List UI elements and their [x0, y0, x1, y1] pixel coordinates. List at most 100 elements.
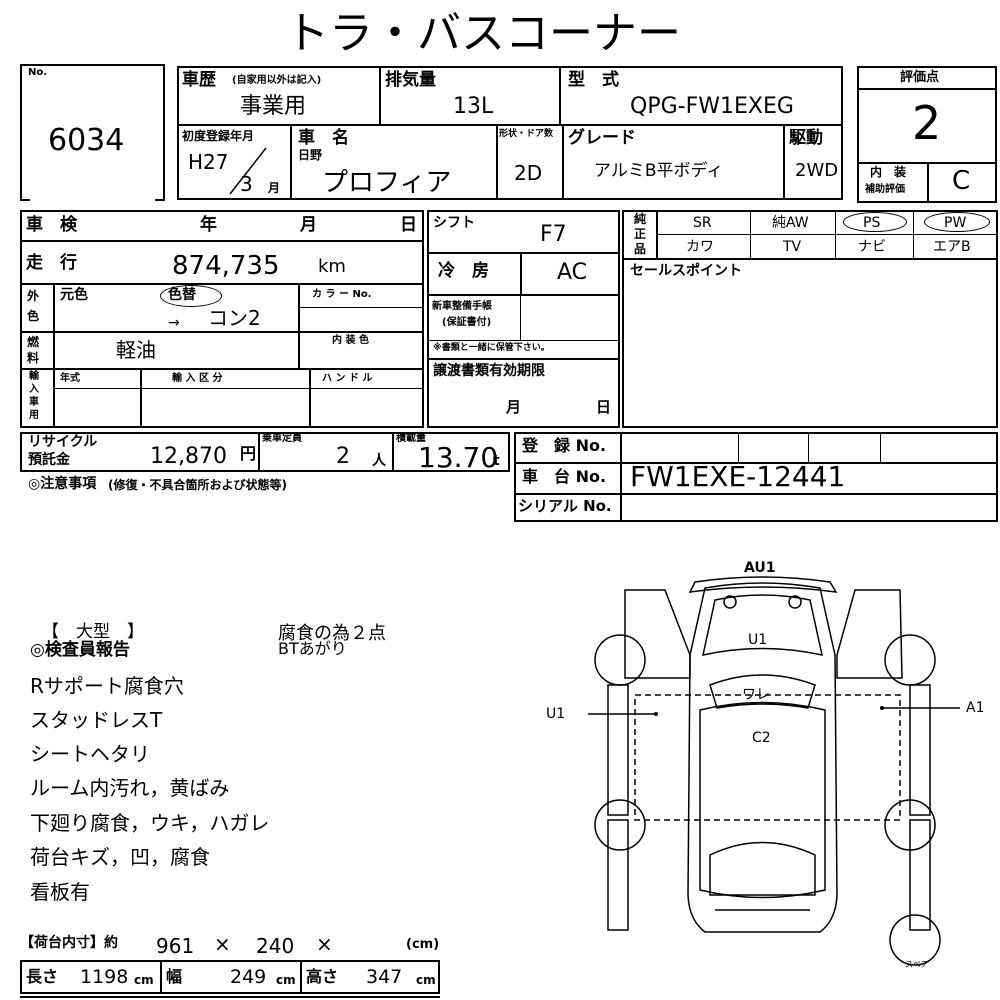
interior-color-label: 内 装 色: [332, 335, 369, 346]
color-label-1: 外: [27, 289, 40, 303]
color-label-2: 色: [27, 309, 40, 323]
interior-label-2: 補助評価: [865, 184, 905, 195]
recycle-unit: 円: [240, 444, 257, 463]
report-heading: ◎検査員報告: [30, 640, 130, 660]
displacement-label: 排気量: [385, 70, 436, 90]
history-label: 車歴: [182, 70, 216, 90]
mileage-value: 874,735: [172, 251, 280, 281]
report-line: 荷台キズ，凹，腐食: [30, 845, 210, 869]
dims-height-label: 高さ: [306, 967, 339, 986]
inspection-year: 年: [200, 215, 217, 235]
registration-no-label: 登 録 No.: [522, 436, 607, 455]
history-note: (自家用以外は記入): [232, 75, 322, 86]
capacity-label: 乗車定員: [262, 433, 302, 444]
vehicle-size: 【 大型 】: [42, 622, 144, 642]
report-line: スタッドレスT: [30, 708, 163, 732]
color-no-label: カ ラ ー No.: [312, 289, 372, 300]
report-line: シートヘタリ: [30, 742, 150, 766]
report-line: ルーム内汚れ，黄ばみ: [30, 776, 230, 800]
caution-note: (修復・不具合箇所および状態等): [108, 478, 287, 492]
rating-value: 2: [912, 96, 942, 150]
rating-label: 評価点: [900, 70, 940, 85]
color-arrow: →: [168, 315, 180, 331]
displacement-value: 13L: [453, 94, 494, 119]
drive-label: 駆動: [789, 128, 823, 148]
equipment-tv: TV: [783, 239, 802, 255]
dims-width: 249: [230, 966, 267, 988]
chassis-no-label: 車 台 No.: [522, 467, 607, 486]
inspection-day: 日: [400, 215, 417, 235]
equipment-label-3: 品: [634, 242, 647, 256]
history-value: 事業用: [240, 94, 307, 119]
equipment-ps: PS: [863, 215, 881, 231]
cargo-times-1: ×: [214, 932, 231, 956]
ac-label: 冷 房: [438, 261, 489, 281]
manual-label-1: 新車整備手帳: [432, 301, 492, 312]
shape-doors-label: 形状・ドア数: [499, 129, 554, 139]
recycle-label-2: 預託金: [28, 452, 70, 468]
import-year-label: 年式: [60, 373, 80, 384]
load-label: 積載量: [396, 433, 426, 444]
dims-width-label: 幅: [166, 967, 183, 986]
cargo-width: 240: [256, 934, 295, 958]
shape-doors-value: 2D: [514, 161, 543, 185]
report-line: Rサポート腐食穴: [30, 674, 184, 698]
page-title: トラ・バスコーナー: [285, 8, 681, 59]
diagram-crack: ワレ: [742, 687, 770, 703]
inspection-grid: [20, 210, 424, 428]
equipment-leather: カワ: [686, 239, 714, 255]
recycle-label-1: リサイクル: [28, 434, 98, 450]
original-color-label: 元色: [60, 287, 88, 303]
import-label-4: 用: [29, 410, 39, 421]
first-registration-label: 初度登録年月: [182, 129, 255, 143]
dims-width-cm: cm: [276, 973, 296, 987]
cargo-dims-box: [20, 960, 440, 994]
diagram-au1: AU1: [744, 560, 776, 576]
manual-label-2: (保証書付): [442, 317, 492, 328]
first-registration-month-unit: 月: [268, 181, 281, 195]
fuel-label-2: 料: [27, 351, 40, 365]
import-label-3: 車: [29, 397, 39, 408]
cargo-unit: (cm): [406, 937, 440, 952]
drive-value: 2WD: [795, 160, 839, 181]
color-value: コン2: [208, 306, 261, 330]
shift-label: シフト: [433, 215, 475, 231]
transfer-day: 日: [596, 398, 612, 416]
lot-number: 6034: [48, 123, 125, 158]
equipment-navi: ナビ: [858, 239, 886, 255]
car-name-label: 車 名: [298, 128, 349, 148]
dims-height-cm: cm: [416, 973, 436, 987]
equipment-label-2: 正: [634, 227, 647, 241]
report-line: 看板有: [30, 880, 90, 904]
transfer-month: 月: [506, 398, 522, 416]
report-side-note-2: BTあがり: [278, 639, 347, 658]
shift-value: F7: [540, 222, 567, 247]
inspection-month: 月: [300, 215, 317, 235]
load-value: 13.70: [418, 441, 499, 474]
recycle-value: 12,870: [150, 444, 227, 469]
car-damage-diagram: [588, 576, 960, 966]
report-side-note-1: 腐食の為２点: [278, 623, 386, 644]
mileage-label: 走 行: [26, 253, 77, 273]
sales-point-label: セールスポイント: [630, 263, 742, 279]
load-unit: t: [493, 453, 500, 469]
dims-length: 1198: [80, 966, 129, 988]
caution-label: ◎注意事項: [28, 476, 97, 492]
model-label: 型 式: [568, 70, 619, 90]
import-division-label: 輸 入 区 分: [172, 373, 223, 384]
repaint-label: 色替: [168, 287, 196, 303]
capacity-value: 2: [336, 444, 350, 469]
cargo-times-2: ×: [316, 932, 333, 956]
grade-label: グレード: [568, 128, 636, 148]
recycle-grid: [20, 432, 510, 472]
import-label-2: 入: [29, 384, 39, 395]
equipment-label-1: 純: [634, 212, 647, 226]
diagram-c2: C2: [752, 730, 771, 746]
dims-height: 347: [366, 966, 403, 988]
report-line: 下廻り腐食，ウキ，ハガレ: [30, 811, 270, 835]
car-name-value: プロフィア: [322, 168, 452, 198]
interior-rating-value: C: [952, 166, 971, 196]
car-maker: 日野: [298, 148, 323, 162]
chassis-no-value: FW1EXE-12441: [630, 460, 846, 493]
registration-grid: [514, 432, 998, 522]
